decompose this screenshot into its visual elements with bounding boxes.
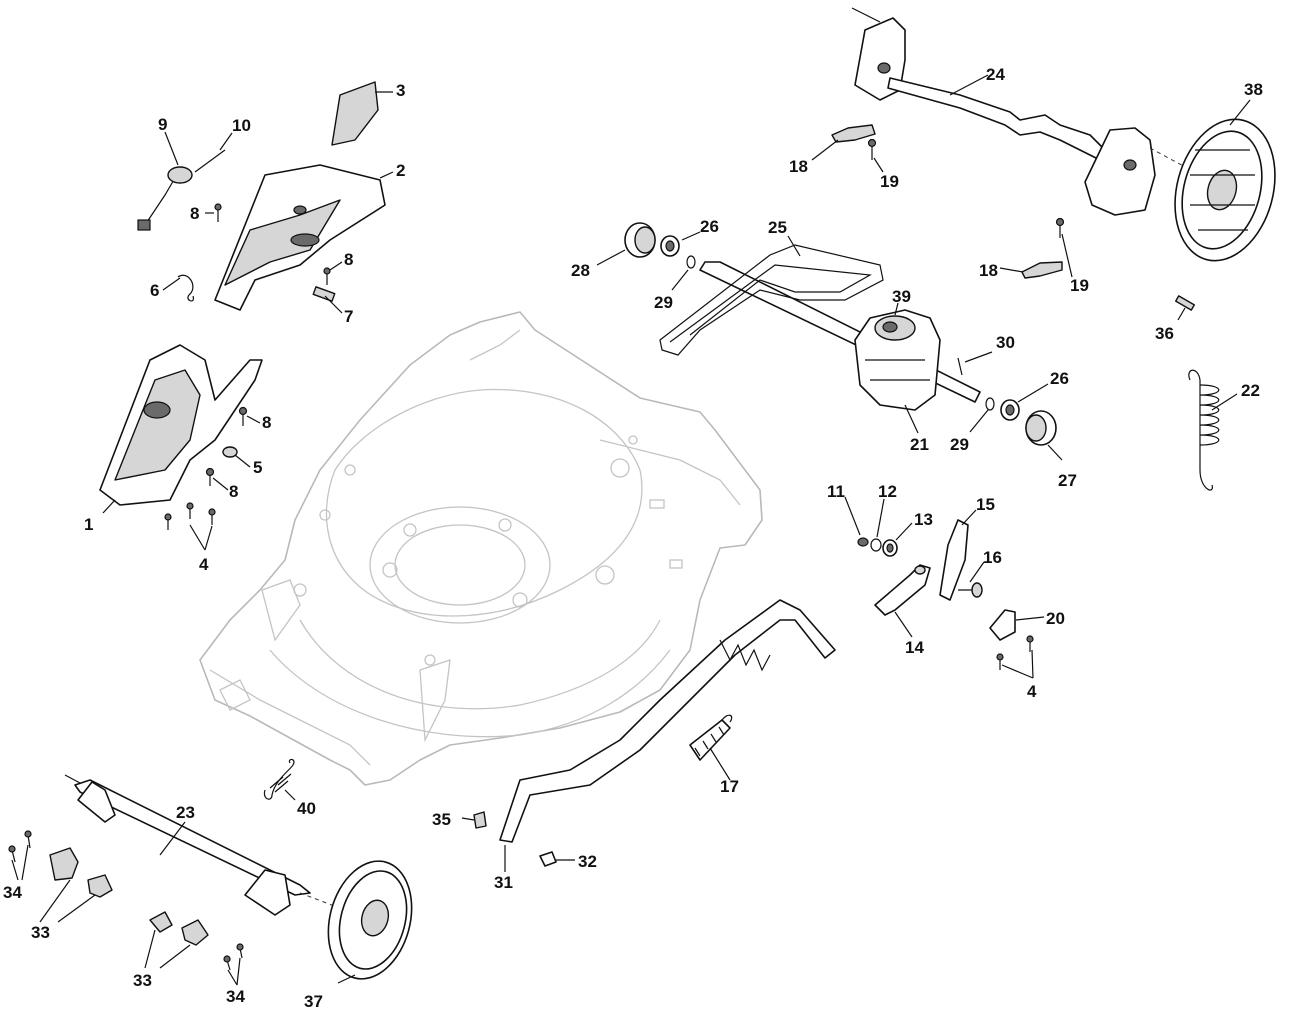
lower-cover-part-1 <box>99 344 263 506</box>
callout-39: 39 <box>892 287 911 306</box>
callout-8: 8 <box>344 250 353 269</box>
leader-lines <box>11 74 1251 986</box>
callout-18: 18 <box>789 157 808 176</box>
callout-37: 37 <box>304 992 323 1011</box>
callout-14: 14 <box>905 638 924 657</box>
callout-3: 3 <box>396 81 405 100</box>
rear-axle-part-24 <box>851 7 1201 216</box>
spring-part-6 <box>177 274 195 302</box>
callout-20: 20 <box>1046 609 1065 628</box>
callout-40: 40 <box>297 799 316 818</box>
callout-8: 8 <box>190 204 199 223</box>
callout-26: 26 <box>1050 369 1069 388</box>
callout-35: 35 <box>432 810 451 829</box>
callout-29: 29 <box>654 293 673 312</box>
callout-labels: 1 2 3 4 4 5 6 7 8 8 8 8 9 10 11 12 13 14… <box>3 65 1263 1011</box>
bracket-part-15-16 <box>939 519 983 601</box>
cable-end-part-10 <box>194 149 226 173</box>
callout-16: 16 <box>983 548 1002 567</box>
callout-30: 30 <box>996 333 1015 352</box>
brackets-18-19 <box>831 124 1065 279</box>
callout-27: 27 <box>1058 471 1077 490</box>
callout-19: 19 <box>880 172 899 191</box>
gearbox-part-39 <box>854 309 941 411</box>
callout-19: 19 <box>1070 276 1089 295</box>
flap-part-3 <box>331 81 379 146</box>
callout-11: 11 <box>827 482 845 501</box>
spring-part-22 <box>1188 369 1220 491</box>
small-hardware-11-13 <box>857 537 898 557</box>
callout-22: 22 <box>1241 381 1260 400</box>
callout-34: 34 <box>3 883 22 902</box>
callout-10: 10 <box>232 116 251 135</box>
clip-part-35 <box>473 811 487 829</box>
pin-part-36 <box>1175 295 1195 311</box>
rear-cover-part-2 <box>214 164 386 311</box>
callout-4: 4 <box>1027 682 1037 701</box>
callout-31: 31 <box>494 873 513 892</box>
callout-28: 28 <box>571 261 590 280</box>
callout-4: 4 <box>199 555 209 574</box>
screws <box>164 203 331 530</box>
callout-2: 2 <box>396 161 405 180</box>
lever-part-14 <box>874 564 931 616</box>
callout-34: 34 <box>226 987 245 1006</box>
callout-7: 7 <box>344 307 353 326</box>
callout-36: 36 <box>1155 324 1174 343</box>
callout-6: 6 <box>150 281 159 300</box>
callout-12: 12 <box>878 482 897 501</box>
front-wheel-part-37 <box>327 860 413 980</box>
pin-part-7 <box>312 286 336 302</box>
callout-32: 32 <box>578 852 597 871</box>
callout-21: 21 <box>910 435 929 454</box>
callout-8: 8 <box>262 413 271 432</box>
rear-wheel-part-38 <box>1174 118 1276 262</box>
callout-8: 8 <box>229 482 238 501</box>
front-axle-part-23 <box>64 774 346 916</box>
callout-1: 1 <box>84 515 93 534</box>
callout-33: 33 <box>31 923 50 942</box>
spring-part-40 <box>263 758 295 800</box>
callout-38: 38 <box>1244 80 1263 99</box>
callout-13: 13 <box>914 510 933 529</box>
callout-9: 9 <box>158 115 167 134</box>
callout-29: 29 <box>950 435 969 454</box>
mower-deck <box>199 311 763 786</box>
gears-bearings <box>624 222 1057 446</box>
clips-33-34 <box>8 830 244 971</box>
bracket-part-20 <box>989 609 1034 670</box>
callout-26: 26 <box>700 217 719 236</box>
callout-15: 15 <box>976 495 995 514</box>
bolt-part-32 <box>539 851 557 867</box>
callout-33: 33 <box>133 971 152 990</box>
callout-18: 18 <box>979 261 998 280</box>
callout-23: 23 <box>176 803 195 822</box>
height-lever-part-31 <box>499 599 836 843</box>
callout-17: 17 <box>720 777 739 796</box>
callout-25: 25 <box>768 218 787 237</box>
callout-5: 5 <box>253 458 262 477</box>
spring-part-17 <box>689 714 733 761</box>
callout-24: 24 <box>986 65 1005 84</box>
cable-part-9 <box>137 166 193 231</box>
